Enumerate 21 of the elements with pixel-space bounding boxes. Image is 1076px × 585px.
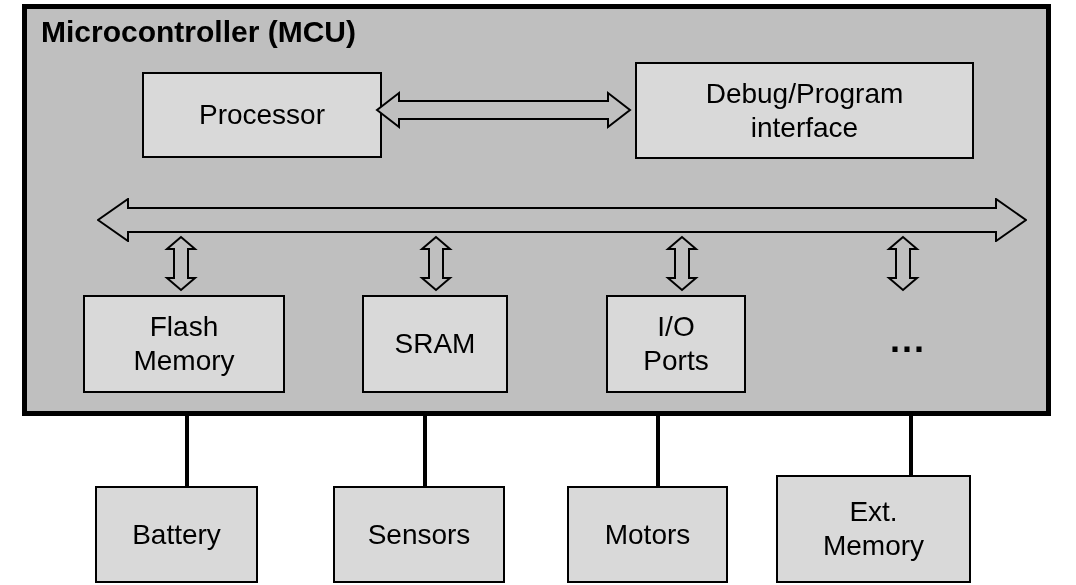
container-heading: Microcontroller (MCU) bbox=[41, 15, 356, 49]
component-box: Debug/Program interface bbox=[635, 62, 974, 159]
double-arrow bbox=[665, 235, 699, 292]
double-arrow bbox=[375, 90, 632, 130]
ellipsis-label: ... bbox=[890, 319, 926, 361]
connector-line bbox=[423, 416, 427, 486]
component-box: Motors bbox=[567, 486, 728, 583]
component-box: Processor bbox=[142, 72, 382, 158]
double-arrow bbox=[419, 235, 453, 292]
double-arrow bbox=[886, 235, 920, 292]
connector-line bbox=[185, 416, 189, 486]
component-box: Battery bbox=[95, 486, 258, 583]
component-box: SRAM bbox=[362, 295, 508, 393]
double-arrow bbox=[164, 235, 198, 292]
component-box: Sensors bbox=[333, 486, 505, 583]
component-box: Ext. Memory bbox=[776, 475, 971, 583]
component-box: Flash Memory bbox=[83, 295, 285, 393]
microcontroller-container bbox=[22, 4, 1051, 416]
connector-line bbox=[909, 416, 913, 475]
component-box: I/O Ports bbox=[606, 295, 746, 393]
connector-line bbox=[656, 416, 660, 486]
